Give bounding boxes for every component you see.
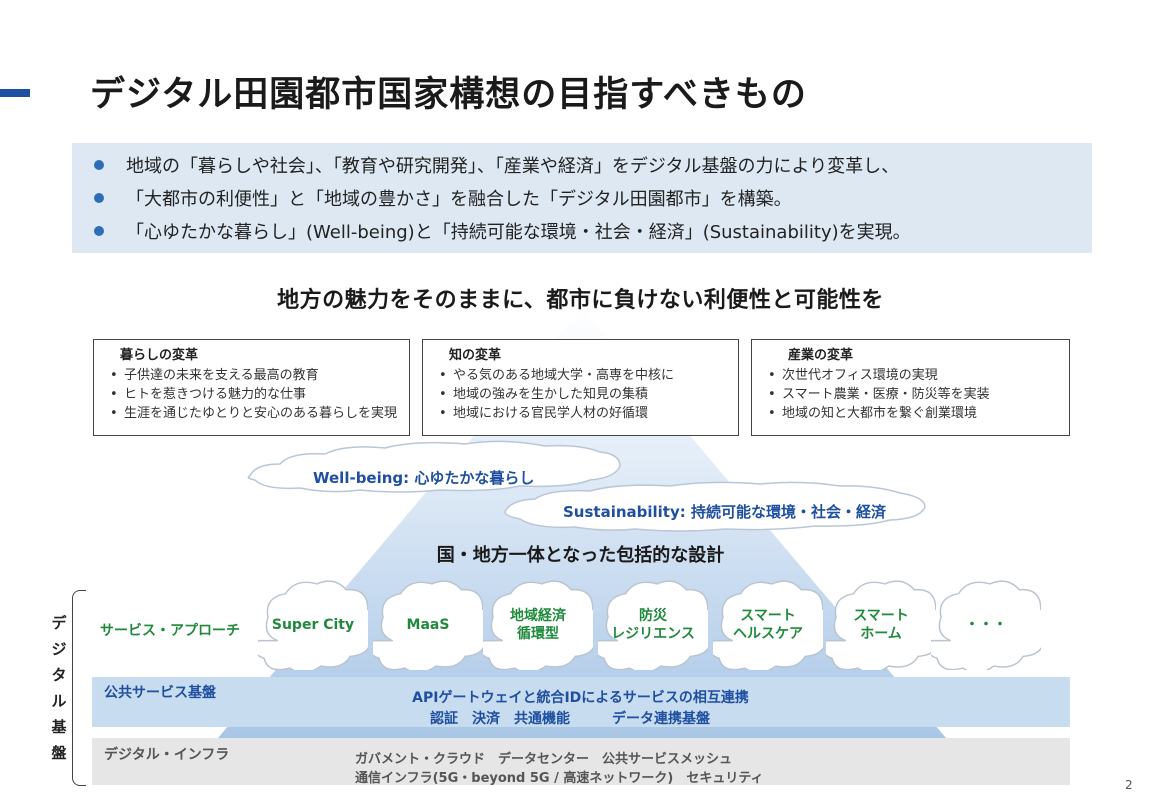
bullet-dot-icon: [94, 226, 104, 236]
service-label: スマートホーム: [826, 580, 936, 670]
pillar-list: 子供達の未来を支える最高の教育 ヒトを惹きつける魅力的な仕事 生涯を通じたゆとり…: [108, 366, 401, 423]
cloud-icon: [713, 580, 823, 670]
pillar-item: 次世代オフィス環境の実現: [766, 366, 1061, 385]
cloud-icon: [931, 580, 1041, 670]
digital-foundation-char: ル: [51, 692, 67, 710]
summary-bullet: 「大都市の利便性」と「地域の豊かさ」を融合した「デジタル田園都市」を構築。: [94, 185, 792, 211]
pillar-industry: 産業の変革 次世代オフィス環境の実現 スマート農業・医療・防災等を実装 地域の知…: [751, 339, 1070, 436]
pillar-list: 次世代オフィス環境の実現 スマート農業・医療・防災等を実装 地域の知と大都市を繋…: [766, 366, 1061, 423]
service-label-line2: レジリエンス: [611, 626, 695, 642]
service-label-line1: スマート: [740, 608, 796, 624]
sustainability-cloud: [504, 481, 926, 532]
public-service-line2: 認証 決済 共通機能 データ連携基盤: [430, 711, 710, 727]
service-label-line1: 地域経済: [510, 608, 566, 624]
pillar-item: 生涯を通じたゆとりと安心のある暮らしを実現: [108, 404, 401, 423]
service-label: 防災レジリエンス: [598, 580, 708, 670]
digital-foundation-bracket: [72, 590, 86, 786]
public-service-line1: APIゲートウェイと統合IDによるサービスの相互連携: [412, 690, 749, 706]
title-accent-bar: [0, 89, 30, 97]
service-label-line1: ・・・: [965, 617, 1007, 633]
pillar-knowledge: 知の変革 やる気のある地域大学・高専を中核に 地域の強みを生かした知見の集積 地…: [422, 339, 739, 436]
service-label: Super City: [258, 580, 368, 670]
pillar-item: ヒトを惹きつける魅力的な仕事: [108, 385, 401, 404]
digital-foundation-char: 盤: [51, 744, 67, 762]
service-cloud: MaaS: [373, 580, 483, 670]
design-label: 国・地方一体となった包括的な設計: [436, 545, 725, 566]
digital-foundation-char: デ: [51, 614, 67, 632]
cloud-icon: [598, 580, 708, 670]
pillar-title: 暮らしの変革: [120, 348, 199, 363]
pillar-item: やる気のある地域大学・高専を中核に: [437, 366, 730, 385]
digital-foundation-char: ジ: [51, 640, 67, 658]
service-label-line1: MaaS: [406, 617, 450, 633]
pillar-item: 地域における官民学人材の好循環: [437, 404, 730, 423]
service-label-line1: スマート: [853, 608, 909, 624]
digital-foundation-char: 基: [51, 718, 67, 736]
digital-infra-line2: 通信インフラ(5G・beyond 5G / 高速ネットワーク) セキュリティ: [355, 771, 764, 786]
cloud-icon: [258, 580, 368, 670]
pillar-list: やる気のある地域大学・高専を中核に 地域の強みを生かした知見の集積 地域における…: [437, 366, 730, 423]
service-label: スマートヘルスケア: [713, 580, 823, 670]
service-approach-label: サービス・アプローチ: [100, 623, 240, 639]
pillar-item: 子供達の未来を支える最高の教育: [108, 366, 401, 385]
pillar-title: 知の変革: [449, 348, 502, 363]
summary-bullet-text: 地域の「暮らしや社会」、「教育や研究開発」、「産業や経済」をデジタル基盤の力によ…: [126, 156, 900, 177]
service-label-line2: ヘルスケア: [733, 626, 803, 642]
summary-bullet-text: 「大都市の利便性」と「地域の豊かさ」を融合した「デジタル田園都市」を構築。: [126, 189, 792, 210]
page-title: デジタル田園都市国家構想の目指すべきもの: [90, 75, 807, 115]
digital-infra-line1: ガバメント・クラウド データセンター 公共サービスメッシュ: [355, 752, 733, 767]
cloud-icon: [373, 580, 483, 670]
service-label: 地域経済循環型: [483, 580, 593, 670]
wellbeing-cloud: [247, 440, 621, 493]
service-label-line1: Super City: [271, 617, 355, 633]
service-label: MaaS: [373, 580, 483, 670]
cloud-icon: [483, 580, 593, 670]
public-service-band: [92, 677, 1070, 727]
service-label-line1: 防災: [638, 608, 667, 624]
page-number: 2: [1125, 778, 1133, 792]
wellbeing-label: Well-being: 心ゆたかな暮らし: [313, 469, 535, 487]
digital-infra-label: デジタル・インフラ: [104, 747, 230, 763]
service-cloud: スマートホーム: [826, 580, 936, 670]
pillar-title: 産業の変革: [788, 348, 854, 363]
bullet-dot-icon: [94, 193, 104, 203]
summary-bullet-text: 「心ゆたかな暮らし」(Well-being)と「持続可能な環境・社会・経済」(S…: [126, 222, 911, 243]
tagline: 地方の魅力をそのままに、都市に負けない利便性と可能性を: [277, 288, 884, 313]
cloud-icon: [826, 580, 936, 670]
pillar-living: 暮らしの変革 子供達の未来を支える最高の教育 ヒトを惹きつける魅力的な仕事 生涯…: [93, 339, 410, 436]
public-service-label: 公共サービス基盤: [104, 685, 216, 701]
pillar-item: 地域の強みを生かした知見の集積: [437, 385, 730, 404]
service-label-line2: ホーム: [860, 626, 902, 642]
digital-foundation-char: タ: [51, 666, 67, 684]
digital-infra-band: [92, 738, 1070, 785]
digital-foundation-label: デ ジ タ ル 基 盤: [49, 610, 69, 766]
pillar-item: スマート農業・医療・防災等を実装: [766, 385, 1061, 404]
sustainability-label: Sustainability: 持続可能な環境・社会・経済: [563, 503, 886, 521]
pillar-item: 地域の知と大都市を繋ぐ創業環境: [766, 404, 1061, 423]
summary-box: 地域の「暮らしや社会」、「教育や研究開発」、「産業や経済」をデジタル基盤の力によ…: [72, 143, 1092, 253]
service-cloud: 防災レジリエンス: [598, 580, 708, 670]
summary-bullet: 地域の「暮らしや社会」、「教育や研究開発」、「産業や経済」をデジタル基盤の力によ…: [94, 152, 899, 178]
summary-bullet: 「心ゆたかな暮らし」(Well-being)と「持続可能な環境・社会・経済」(S…: [94, 218, 911, 244]
service-cloud: ・・・: [931, 580, 1041, 670]
service-cloud: スマートヘルスケア: [713, 580, 823, 670]
bullet-dot-icon: [94, 160, 104, 170]
service-cloud: Super City: [258, 580, 368, 670]
service-cloud: 地域経済循環型: [483, 580, 593, 670]
service-label: ・・・: [931, 580, 1041, 670]
service-label-line2: 循環型: [517, 626, 559, 642]
